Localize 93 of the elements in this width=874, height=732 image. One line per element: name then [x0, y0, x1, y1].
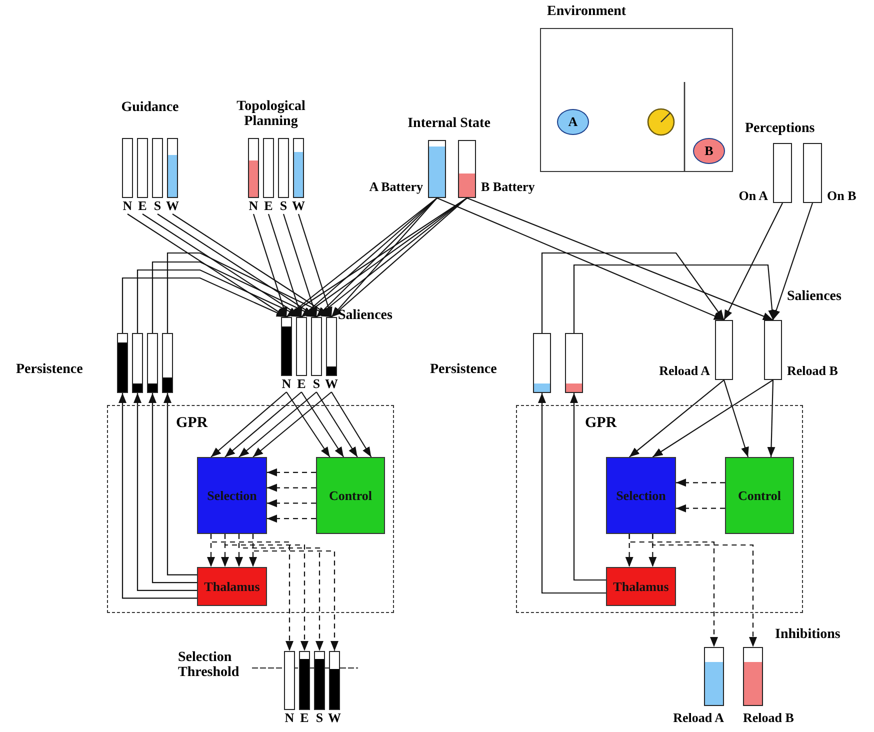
arrow — [134, 393, 197, 591]
direction-letter: N — [284, 710, 294, 726]
arrow — [301, 392, 344, 458]
robot-drawing — [647, 108, 675, 136]
arrow — [541, 252, 724, 333]
module-box: Selection — [606, 457, 676, 534]
direction-letter: E — [297, 376, 306, 392]
section-label: Perceptions — [745, 121, 815, 136]
section-label: Inhibitions — [775, 627, 840, 642]
arrow — [652, 380, 774, 458]
arrow — [676, 478, 725, 487]
bar-label: On B — [827, 188, 856, 203]
direction-letter: W — [325, 376, 338, 392]
section-label: Guidance — [120, 100, 180, 115]
arrow — [238, 392, 317, 458]
module-box: Thalamus — [606, 567, 676, 606]
direction-letter: E — [264, 198, 273, 214]
arrow — [164, 393, 197, 576]
arrow — [210, 534, 294, 651]
module-box: Control — [725, 457, 794, 534]
arrow — [148, 393, 197, 584]
arrow — [267, 468, 316, 476]
bar-label: A Battery — [369, 179, 423, 194]
arrow — [210, 392, 287, 458]
arrow — [331, 392, 372, 458]
arrow — [282, 214, 318, 318]
arrow — [267, 514, 316, 523]
module-box: Thalamus — [197, 567, 267, 606]
direction-letter: S — [316, 710, 324, 726]
arrow — [676, 504, 725, 512]
arrow — [268, 214, 302, 318]
arrow — [122, 277, 287, 333]
arrow — [136, 269, 302, 333]
section-label: Saliences — [787, 289, 842, 304]
section-label: Persistence — [16, 362, 83, 377]
direction-letter: N — [282, 376, 292, 392]
arrow — [466, 197, 774, 321]
group-label: GPR — [176, 415, 208, 432]
arrow — [252, 392, 332, 458]
arrow — [652, 534, 757, 647]
arrow — [252, 534, 338, 651]
direction-letter: S — [154, 198, 162, 214]
section-label: Topological Planning — [236, 99, 306, 129]
arrow — [286, 392, 330, 458]
group-label: GPR — [585, 415, 617, 432]
bar-label: Reload B — [743, 710, 794, 725]
arrow — [436, 198, 724, 320]
direction-letter: W — [166, 198, 179, 214]
group-frame — [107, 405, 394, 613]
arrow — [570, 393, 606, 581]
arrow — [152, 261, 317, 333]
arrow — [573, 264, 776, 333]
section-label: Saliences — [338, 308, 392, 323]
arrow — [238, 534, 324, 651]
arrow — [772, 202, 814, 320]
direction-letter: E — [138, 198, 147, 214]
arrow — [224, 392, 302, 458]
bar-label: Reload A — [673, 710, 724, 725]
section-label: Persistence — [430, 362, 497, 377]
arrow — [166, 252, 332, 333]
frame-title: Environment — [547, 4, 626, 20]
arrow — [628, 534, 718, 647]
arrow — [127, 214, 287, 318]
arrow — [298, 214, 332, 318]
arrow — [767, 380, 776, 458]
direction-letter: E — [300, 710, 309, 726]
arrow — [538, 393, 606, 594]
direction-letter: S — [280, 198, 288, 214]
module-box: Selection — [197, 457, 267, 534]
arrow — [252, 214, 288, 318]
direction-letter: W — [292, 198, 305, 214]
arrow — [267, 484, 316, 492]
arrow — [224, 534, 308, 651]
section-label: Selection Threshold — [178, 650, 240, 680]
marker-circle: B — [693, 138, 725, 164]
direction-letter: N — [248, 198, 258, 214]
arrow — [723, 380, 749, 458]
bar-label: Reload B — [787, 363, 838, 378]
direction-letter: N — [122, 198, 132, 214]
direction-letter: S — [312, 376, 320, 392]
arrow — [724, 202, 783, 320]
marker-circle: A — [557, 109, 589, 135]
direction-letter: W — [328, 710, 341, 726]
arrow — [316, 392, 358, 458]
group-frame — [516, 405, 803, 613]
bar-label: On A — [738, 188, 768, 203]
section-label: Internal State — [406, 116, 492, 131]
bar-label: Reload A — [659, 363, 710, 378]
arrow — [267, 499, 316, 508]
bar-label: B Battery — [481, 179, 535, 194]
arrow — [118, 393, 197, 599]
module-box: Control — [316, 457, 385, 534]
arrow — [628, 380, 724, 458]
